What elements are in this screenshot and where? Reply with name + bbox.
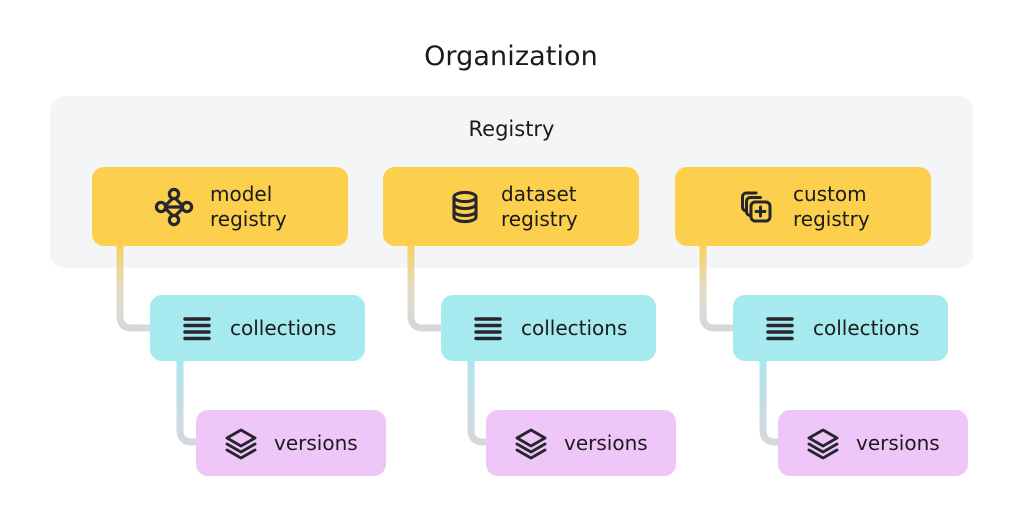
node-network-icon xyxy=(152,185,196,229)
card-label: versions xyxy=(856,430,940,455)
card-versions-model[interactable]: versions xyxy=(196,410,386,476)
card-label: model registry xyxy=(210,181,287,231)
layers-stack-icon xyxy=(224,426,258,460)
card-versions-custom[interactable]: versions xyxy=(778,410,968,476)
card-label: dataset registry xyxy=(501,181,578,231)
card-dataset-registry[interactable]: dataset registry xyxy=(383,167,639,246)
registry-group-title: Registry xyxy=(468,117,555,141)
card-label: collections xyxy=(813,315,920,340)
layers-stack-icon xyxy=(806,426,840,460)
card-label: collections xyxy=(230,315,337,340)
database-cylinder-icon xyxy=(443,185,487,229)
card-custom-registry[interactable]: custom registry xyxy=(675,167,931,246)
card-label: versions xyxy=(274,430,358,455)
list-lines-icon xyxy=(471,311,505,345)
card-label: custom registry xyxy=(793,181,870,231)
card-collections-dataset[interactable]: collections xyxy=(441,295,656,361)
card-versions-dataset[interactable]: versions xyxy=(486,410,676,476)
card-label: versions xyxy=(564,430,648,455)
card-collections-custom[interactable]: collections xyxy=(733,295,948,361)
stacked-squares-plus-icon xyxy=(735,185,779,229)
card-label: collections xyxy=(521,315,628,340)
page-title: Organization xyxy=(424,41,598,72)
card-model-registry[interactable]: model registry xyxy=(92,167,348,246)
list-lines-icon xyxy=(180,311,214,345)
list-lines-icon xyxy=(763,311,797,345)
layers-stack-icon xyxy=(514,426,548,460)
card-collections-model[interactable]: collections xyxy=(150,295,365,361)
